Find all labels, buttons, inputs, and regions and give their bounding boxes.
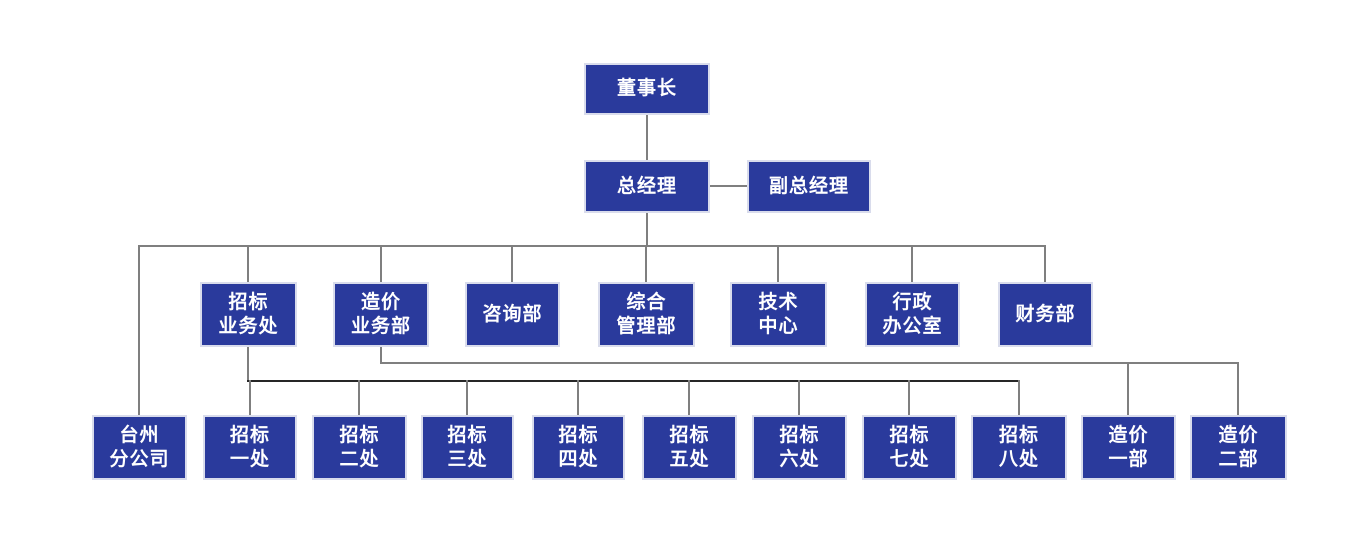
org-node-chairman: 董事长	[584, 63, 710, 115]
org-node-bidding-office-2: 招标 二处	[312, 415, 407, 480]
org-node-bidding-office-4: 招标 四处	[532, 415, 625, 480]
org-node-bidding-office-1: 招标 一处	[203, 415, 297, 480]
org-node-deputy-general-manager: 副总经理	[747, 160, 871, 213]
org-node-bidding-office-3: 招标 三处	[421, 415, 514, 480]
org-node-general-manager: 总经理	[584, 160, 710, 213]
org-node-cost-business-dept: 造价 业务部	[333, 282, 429, 347]
org-node-bidding-office-8: 招标 八处	[971, 415, 1067, 480]
org-node-cost-dept-1: 造价 一部	[1081, 415, 1176, 480]
org-node-cost-dept-2: 造价 二部	[1190, 415, 1287, 480]
org-node-bidding-office-6: 招标 六处	[752, 415, 847, 480]
org-node-bidding-office-7: 招标 七处	[862, 415, 957, 480]
org-node-technology-center: 技术 中心	[730, 282, 827, 347]
org-node-bidding-office-5: 招标 五处	[642, 415, 737, 480]
org-node-taizhou-branch: 台州 分公司	[92, 415, 187, 480]
org-node-consulting-dept: 咨询部	[465, 282, 560, 347]
org-node-bidding-business-office: 招标 业务处	[200, 282, 297, 347]
org-node-admin-office: 行政 办公室	[865, 282, 960, 347]
org-node-finance-dept: 财务部	[998, 282, 1093, 347]
org-node-comprehensive-mgmt-dept: 综合 管理部	[598, 282, 695, 347]
